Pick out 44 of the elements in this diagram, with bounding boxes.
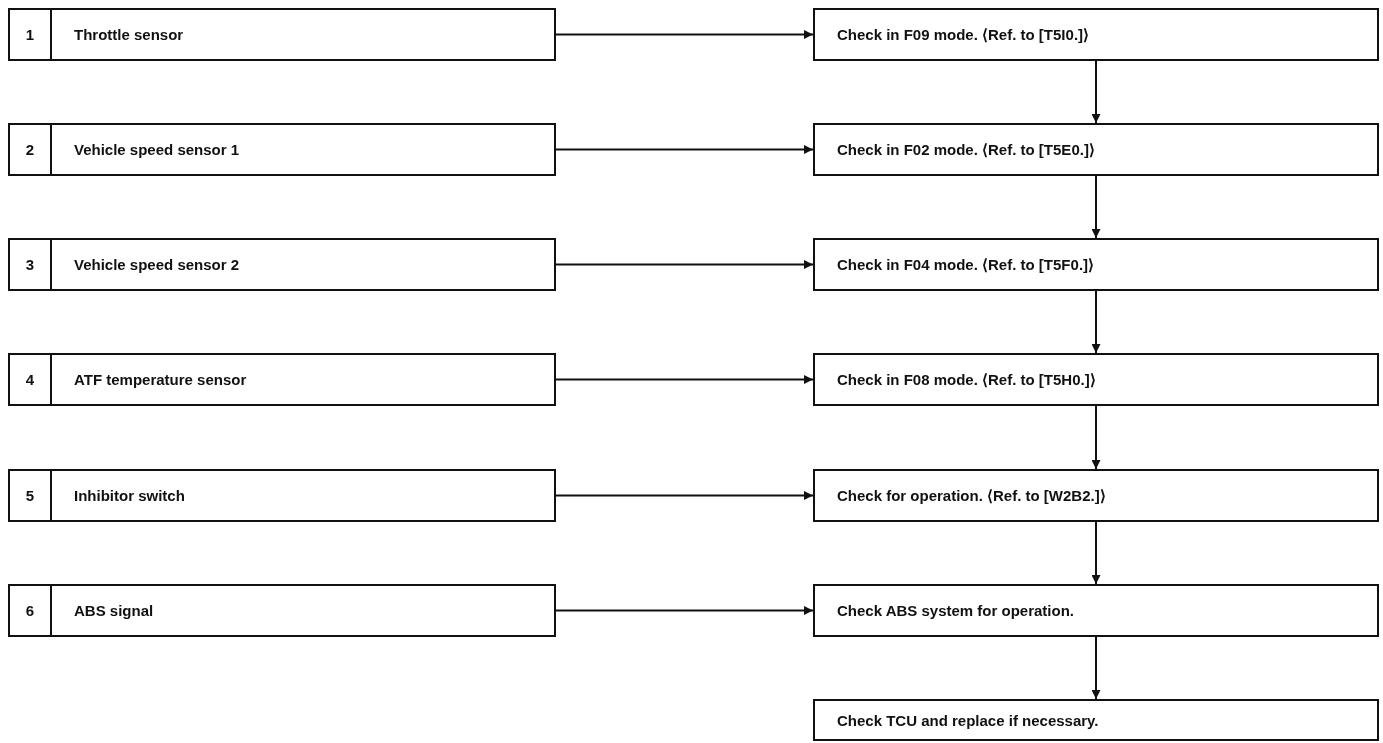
- box-text: Throttle sensor: [73, 26, 184, 43]
- sensor-box: [8, 238, 556, 291]
- arrow: [1091, 175, 1101, 239]
- process-box: [813, 699, 1379, 741]
- box-text: Check in F09 mode. ⟨Ref. to [T5I0.]⟩: [836, 25, 1090, 44]
- item-number: 4: [10, 355, 52, 404]
- process-box: [813, 238, 1379, 291]
- arrow: [555, 491, 814, 500]
- sensor-box: [8, 469, 556, 522]
- process-box: [813, 8, 1379, 61]
- box-text: Check in F02 mode. ⟨Ref. to [T5E0.]⟩: [836, 140, 1095, 159]
- item-number: 6: [10, 586, 52, 635]
- arrow: [1091, 290, 1101, 354]
- box-text: Vehicle speed sensor 2: [73, 256, 240, 273]
- arrow: [555, 30, 814, 39]
- process-box: [813, 123, 1379, 176]
- process-box: [813, 584, 1379, 637]
- arrow: [1091, 636, 1101, 700]
- item-number: 2: [10, 125, 52, 174]
- item-number: 1: [10, 10, 52, 59]
- arrow: [555, 260, 814, 269]
- process-box: [813, 469, 1379, 522]
- box-text: Check in F08 mode. ⟨Ref. to [T5H0.]⟩: [836, 370, 1096, 389]
- box-text: Check TCU and replace if necessary.: [836, 711, 1099, 729]
- sensor-box: [8, 123, 556, 176]
- item-number: 3: [10, 240, 52, 289]
- sensor-box: [8, 353, 556, 406]
- box-text: Vehicle speed sensor 1: [73, 141, 240, 158]
- arrow: [1091, 405, 1101, 470]
- process-box: [813, 353, 1379, 406]
- sensor-box: [8, 8, 556, 61]
- item-number: 5: [10, 471, 52, 520]
- arrow: [555, 145, 814, 154]
- box-text: Check in F04 mode. ⟨Ref. to [T5F0.]⟩: [836, 255, 1095, 274]
- arrow: [555, 606, 814, 615]
- arrow: [555, 375, 814, 384]
- box-text: ABS signal: [73, 602, 154, 619]
- arrow: [1091, 60, 1101, 124]
- box-text: Check for operation. ⟨Ref. to [W2B2.]⟩: [836, 486, 1106, 505]
- box-text: Inhibitor switch: [73, 487, 185, 504]
- box-text: Check ABS system for operation.: [836, 602, 1074, 619]
- arrow: [1091, 521, 1101, 585]
- sensor-box: [8, 584, 556, 637]
- box-text: ATF temperature sensor: [73, 371, 247, 388]
